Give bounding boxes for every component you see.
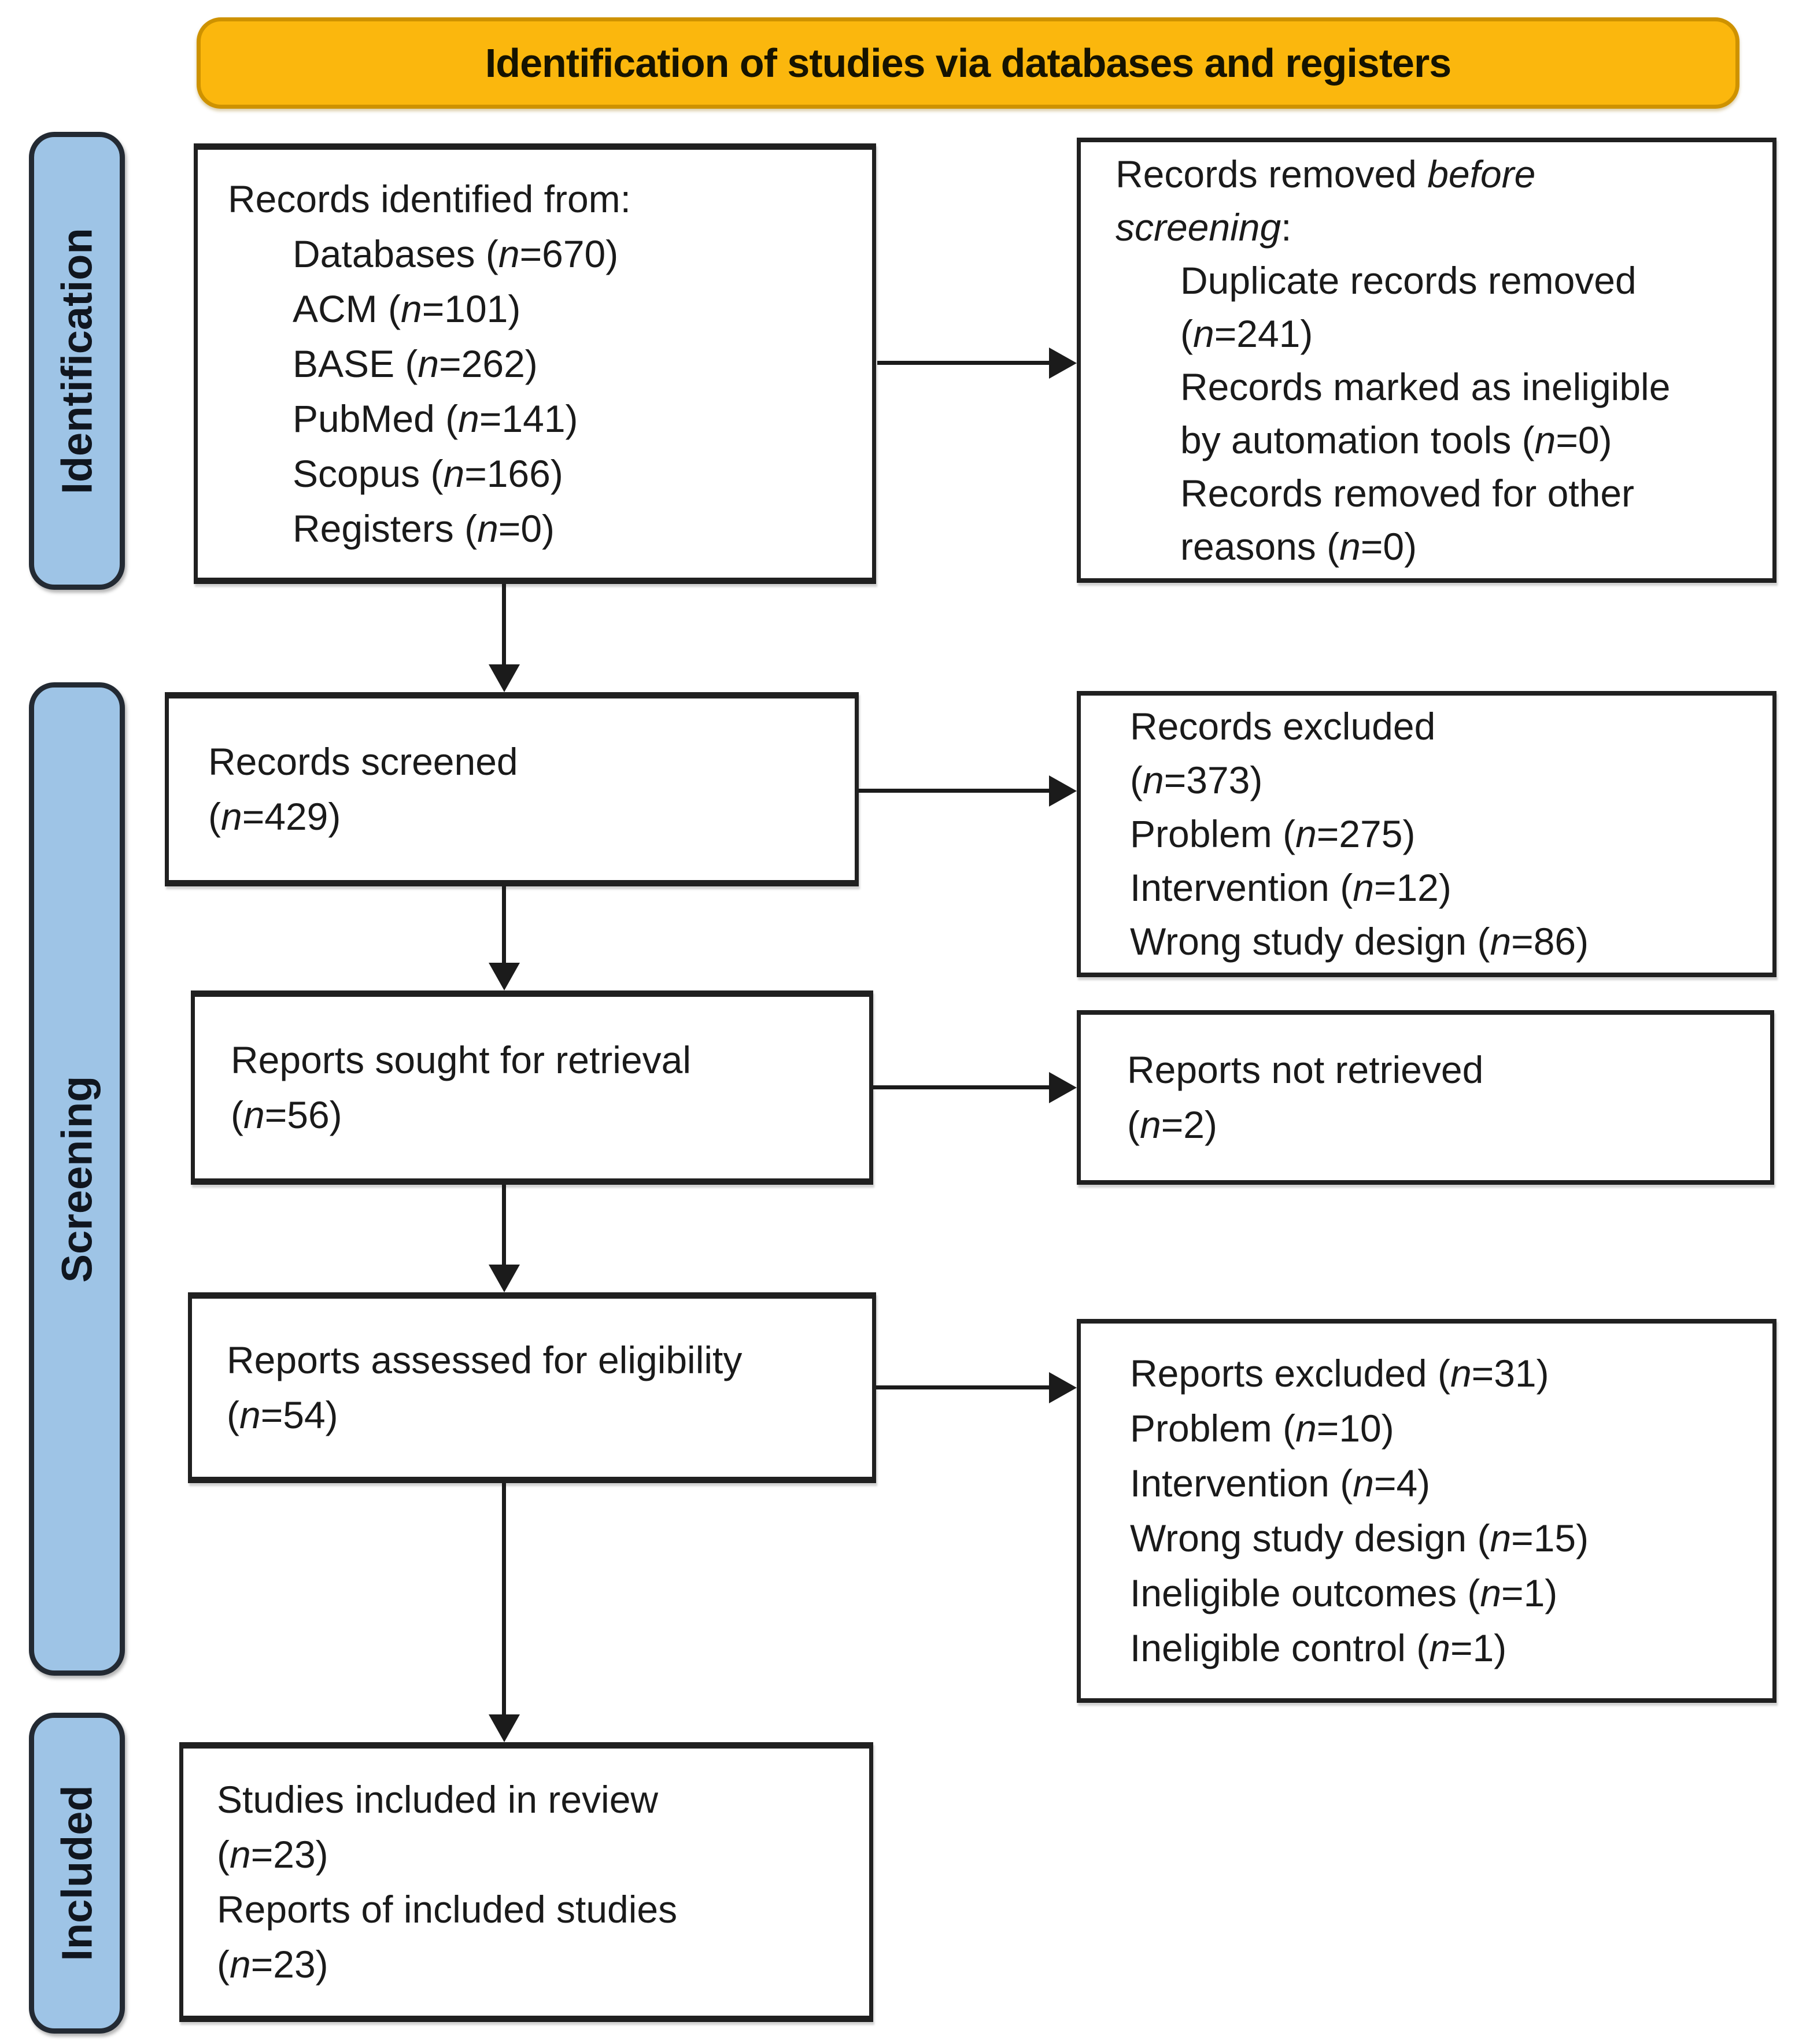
banner: Identification of studies via databases … — [197, 17, 1739, 109]
text-line: Records marked as ineligible — [1180, 365, 1671, 408]
text-line: Intervention (n=4) — [1130, 1462, 1431, 1505]
text-line: Duplicate records removed — [1180, 259, 1637, 302]
text-line: (n=23) — [217, 1833, 328, 1876]
text-line: Problem (n=275) — [1130, 812, 1416, 855]
arrow-identified-to-screened-line — [502, 584, 506, 666]
text-line: Ineligible outcomes (n=1) — [1130, 1572, 1558, 1614]
arrow-screened-to-excluded-line — [859, 789, 1050, 793]
text-line: screening: — [1116, 206, 1292, 249]
arrow-assessed-to-reportsexcluded-head-icon — [1049, 1372, 1077, 1403]
text-line: Ineligible control (n=1) — [1130, 1627, 1507, 1669]
text-line: Records excluded — [1130, 705, 1436, 748]
box-reports-not-retrieved: Reports not retrieved (n=2) — [1077, 1010, 1774, 1185]
text-line: (n=373) — [1130, 759, 1263, 801]
arrow-assessed-to-reportsexcluded-line — [876, 1385, 1050, 1389]
arrow-sought-to-assessed-line — [502, 1185, 506, 1266]
text-line: (n=54) — [227, 1394, 338, 1436]
arrow-identified-to-removed-line — [877, 361, 1050, 365]
text-line: Reports of included studies — [217, 1888, 678, 1931]
box-reports-sought: Reports sought for retrieval (n=56) — [191, 990, 873, 1185]
text-line: (n=429) — [208, 795, 341, 838]
box-studies-included: Studies included in review (n=23) Reports … — [179, 1742, 873, 2022]
box-reports-excluded: Reports excluded (n=31) Problem (n=10) Int… — [1077, 1319, 1776, 1703]
text-line: (n=56) — [231, 1093, 342, 1136]
text-line: Scopus (n=166) — [293, 452, 563, 495]
text-line: Studies included in review — [217, 1778, 659, 1821]
text-line: Databases (n=670) — [293, 232, 619, 275]
box-records-screened: Records screened (n=429) — [165, 692, 859, 886]
text-line: Reports excluded (n=31) — [1130, 1352, 1549, 1395]
text-line: Reports not retrieved — [1127, 1048, 1484, 1091]
arrow-assessed-to-included-line — [502, 1483, 506, 1716]
text-line: Problem (n=10) — [1130, 1407, 1394, 1450]
arrow-identified-to-screened-head-icon — [489, 664, 520, 692]
text-line: Records removed before — [1116, 153, 1536, 195]
stage-label-screening-text: Screening — [53, 1075, 101, 1282]
text-line: PubMed (n=141) — [293, 397, 578, 440]
text-line: Records identified from: — [228, 177, 631, 220]
arrow-screened-to-sought-head-icon — [489, 963, 520, 990]
box-records-excluded: Records excluded (n=373) Problem (n=275) In… — [1077, 691, 1776, 977]
arrow-screened-to-sought-line — [502, 886, 506, 964]
box-records-identified: Records identified from: Databases (n=670… — [194, 143, 876, 584]
text-line: BASE (n=262) — [293, 342, 538, 385]
arrow-screened-to-excluded-head-icon — [1049, 775, 1077, 807]
arrow-sought-to-notretrieved-line — [873, 1085, 1050, 1089]
banner-title: Identification of studies via databases … — [485, 40, 1451, 86]
text-line: Records removed for other — [1180, 472, 1635, 515]
text-line: (n=23) — [217, 1943, 328, 1986]
text-line: Registers (n=0) — [293, 507, 555, 550]
box-records-removed-before-screening: Records removed before screening: Duplicat… — [1077, 138, 1776, 583]
arrow-sought-to-assessed-head-icon — [489, 1265, 520, 1292]
stage-label-identification-text: Identification — [53, 227, 101, 494]
text-line: by automation tools (n=0) — [1180, 419, 1612, 461]
stage-label-included: Included — [29, 1713, 125, 2034]
box-reports-assessed: Reports assessed for eligibility (n=54) — [188, 1292, 876, 1483]
text-line: Wrong study design (n=15) — [1130, 1517, 1589, 1559]
arrow-identified-to-removed-head-icon — [1049, 348, 1077, 379]
text-line: Wrong study design (n=86) — [1130, 920, 1589, 963]
stage-label-included-text: Included — [53, 1785, 101, 1961]
stage-label-screening: Screening — [29, 682, 125, 1676]
text-line: Intervention (n=12) — [1130, 866, 1451, 909]
stage-label-identification: Identification — [29, 132, 125, 590]
text-line: (n=241) — [1180, 312, 1313, 355]
text-line: Records screened — [208, 740, 518, 783]
arrow-sought-to-notretrieved-head-icon — [1049, 1072, 1077, 1103]
arrow-assessed-to-included-head-icon — [489, 1714, 520, 1742]
text-line: Reports assessed for eligibility — [227, 1339, 743, 1381]
text-line: Reports sought for retrieval — [231, 1038, 692, 1081]
text-line: reasons (n=0) — [1180, 525, 1417, 568]
text-line: ACM (n=101) — [293, 287, 521, 330]
text-line: (n=2) — [1127, 1103, 1217, 1146]
